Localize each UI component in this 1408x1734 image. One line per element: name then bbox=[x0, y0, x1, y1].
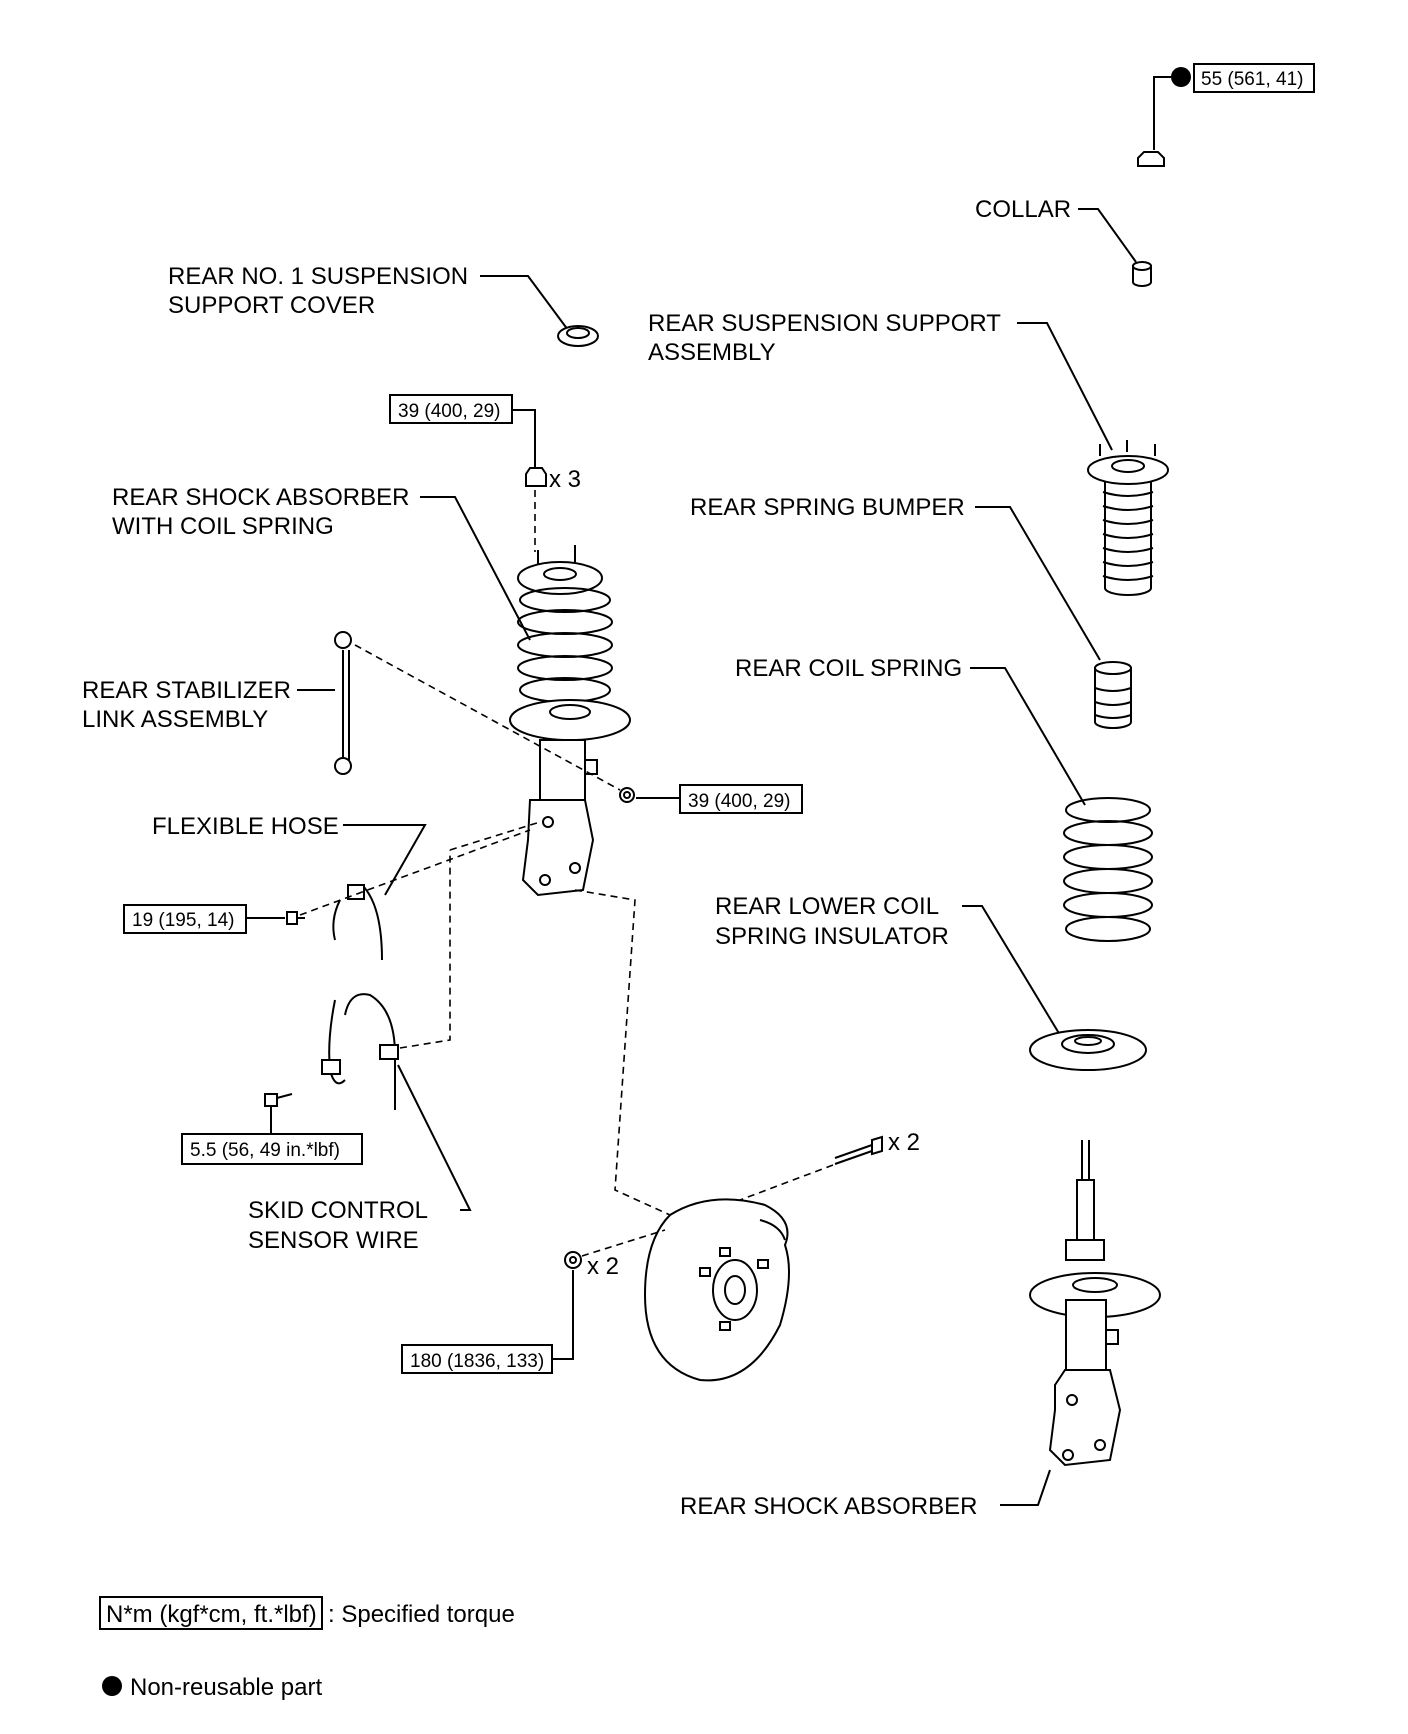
label-skid-sensor-line2: SENSOR WIRE bbox=[248, 1227, 419, 1254]
qty-knuckle-bolts: x 2 bbox=[888, 1129, 920, 1156]
knuckle-nuts: x 2 180 (1836, 133) bbox=[401, 1229, 666, 1374]
label-stabilizer-link-line1: REAR STABILIZER bbox=[82, 677, 291, 704]
collar: COLLAR bbox=[975, 196, 1152, 287]
stabilizer-nut: 39 (400, 29) bbox=[619, 784, 803, 814]
rear-coil-spring: REAR COIL SPRING bbox=[735, 655, 1153, 942]
rear-spring-bumper: REAR SPRING BUMPER bbox=[690, 494, 1132, 729]
label-spring-bumper: REAR SPRING BUMPER bbox=[690, 494, 965, 521]
legend-torque-text: : Specified torque bbox=[328, 1601, 515, 1628]
label-shock-with-spring-line1: REAR SHOCK ABSORBER bbox=[112, 484, 409, 511]
label-flexible-hose: FLEXIBLE HOSE bbox=[152, 813, 339, 840]
torque-hose-bolt: 19 (195, 14) bbox=[132, 910, 234, 931]
torque-stabilizer-nut: 39 (400, 29) bbox=[688, 791, 790, 812]
rear-stabilizer-link-assembly: REAR STABILIZER LINK ASSEMBLY bbox=[82, 631, 621, 791]
label-lower-insulator-line2: SPRING INSULATOR bbox=[715, 923, 949, 950]
legend-torque-units: N*m (kgf*cm, ft.*lbf) bbox=[106, 1601, 317, 1628]
label-support-assembly-line1: REAR SUSPENSION SUPPORT bbox=[648, 310, 1001, 337]
label-support-assembly-line2: ASSEMBLY bbox=[648, 339, 776, 366]
legend-torque-box bbox=[99, 1596, 323, 1630]
label-support-cover-line1: REAR NO. 1 SUSPENSION bbox=[168, 263, 468, 290]
legend: N*m (kgf*cm, ft.*lbf) : Specified torque… bbox=[99, 1596, 515, 1701]
rear-shock-absorber: REAR SHOCK ABSORBER bbox=[680, 1140, 1161, 1520]
label-collar: COLLAR bbox=[975, 196, 1071, 223]
torque-top-nut: 55 (561, 41) bbox=[1201, 69, 1303, 90]
knuckle-bolts: x 2 bbox=[739, 1129, 920, 1201]
rear-axle-hub-backing-plate bbox=[574, 889, 790, 1382]
flexible-hose: FLEXIBLE HOSE bbox=[152, 813, 531, 961]
legend-nonreusable-text: Non-reusable part bbox=[130, 1674, 322, 1701]
rear-lower-coil-spring-insulator: REAR LOWER COIL SPRING INSULATOR bbox=[715, 893, 1147, 1071]
hose-bolt: 19 (195, 14) bbox=[123, 904, 305, 934]
upper-nuts: 39 (400, 29) x 3 bbox=[389, 394, 581, 552]
qty-knuckle-nuts: x 2 bbox=[587, 1253, 619, 1280]
rear-suspension-support-assembly: REAR SUSPENSION SUPPORT ASSEMBLY bbox=[648, 310, 1169, 596]
label-stabilizer-link-line2: LINK ASSEMBLY bbox=[82, 706, 268, 733]
sensor-bolt: 5.5 (56, 49 in.*lbf) bbox=[181, 1093, 363, 1165]
torque-sensor-bolt: 5.5 (56, 49 in.*lbf) bbox=[190, 1140, 340, 1161]
rear-shock-absorber-with-coil-spring: REAR SHOCK ABSORBER WITH COIL SPRING bbox=[112, 484, 631, 897]
label-shock-with-spring-line2: WITH COIL SPRING bbox=[112, 513, 334, 540]
nonreusable-dot-icon bbox=[102, 1676, 122, 1696]
torque-upper-nuts: 39 (400, 29) bbox=[398, 401, 500, 422]
top-nut: 55 (561, 41) bbox=[1137, 63, 1315, 167]
label-lower-insulator-line1: REAR LOWER COIL bbox=[715, 893, 939, 920]
label-skid-sensor-line1: SKID CONTROL bbox=[248, 1197, 428, 1224]
qty-upper-nuts: x 3 bbox=[549, 466, 581, 493]
rear-no1-suspension-support-cover: REAR NO. 1 SUSPENSION SUPPORT COVER bbox=[168, 263, 599, 347]
skid-control-sensor-wire: SKID CONTROL SENSOR WIRE bbox=[248, 821, 541, 1254]
torque-knuckle-nuts: 180 (1836, 133) bbox=[410, 1351, 544, 1372]
label-support-cover-line2: SUPPORT COVER bbox=[168, 292, 375, 319]
label-shock-absorber: REAR SHOCK ABSORBER bbox=[680, 1493, 977, 1520]
label-coil-spring: REAR COIL SPRING bbox=[735, 655, 962, 682]
